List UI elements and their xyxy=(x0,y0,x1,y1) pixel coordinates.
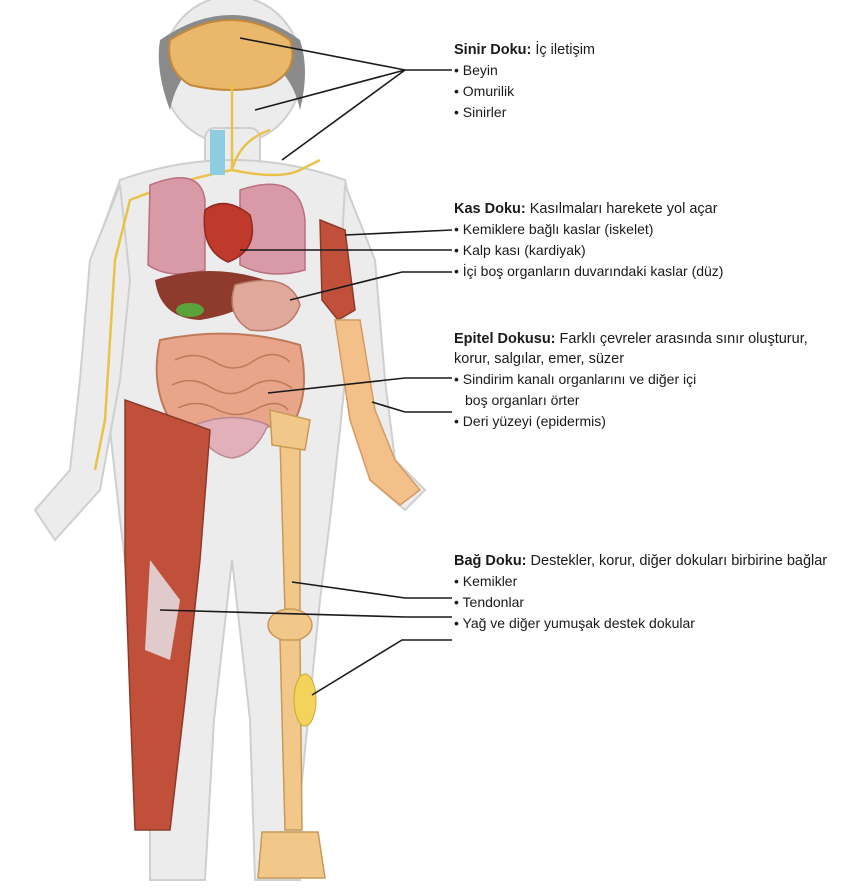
list-item-continuation: boş organları örter xyxy=(454,390,834,411)
list-item: • Omurilik xyxy=(454,81,834,102)
list-item: • Beyin xyxy=(454,60,834,81)
list-item: • Kalp kası (kardiyak) xyxy=(454,240,834,261)
nervous-tissue-group: Sinir Doku: İç iletişim • Beyin • Omuril… xyxy=(454,40,834,123)
list-item: • Sinirler xyxy=(454,102,834,123)
list-item: • İçi boş organların duvarındaki kaslar … xyxy=(454,261,834,282)
list-item: • Tendonlar xyxy=(454,592,834,613)
muscle-tissue-heading: Kas Doku: Kasılmaları harekete yol açar xyxy=(454,199,834,219)
epithelial-tissue-heading: Epitel Dokusu: Farklı çevreler arasında … xyxy=(454,329,834,369)
epithelial-tissue-group: Epitel Dokusu: Farklı çevreler arasında … xyxy=(454,329,834,432)
nervous-tissue-heading: Sinir Doku: İç iletişim xyxy=(454,40,834,60)
list-item: • Kemiklere bağlı kaslar (iskelet) xyxy=(454,219,834,240)
list-item: • Sindirim kanalı organlarını ve diğer i… xyxy=(454,369,834,390)
connective-tissue-group: Bağ Doku: Destekler, korur, diğer dokula… xyxy=(454,551,834,634)
list-item: • Kemikler xyxy=(454,571,834,592)
list-item: • Yağ ve diğer yumuşak destek dokular xyxy=(454,613,834,634)
list-item: • Deri yüzeyi (epidermis) xyxy=(454,411,834,432)
connective-tissue-heading: Bağ Doku: Destekler, korur, diğer dokula… xyxy=(454,551,834,571)
muscle-tissue-group: Kas Doku: Kasılmaları harekete yol açar … xyxy=(454,199,834,282)
